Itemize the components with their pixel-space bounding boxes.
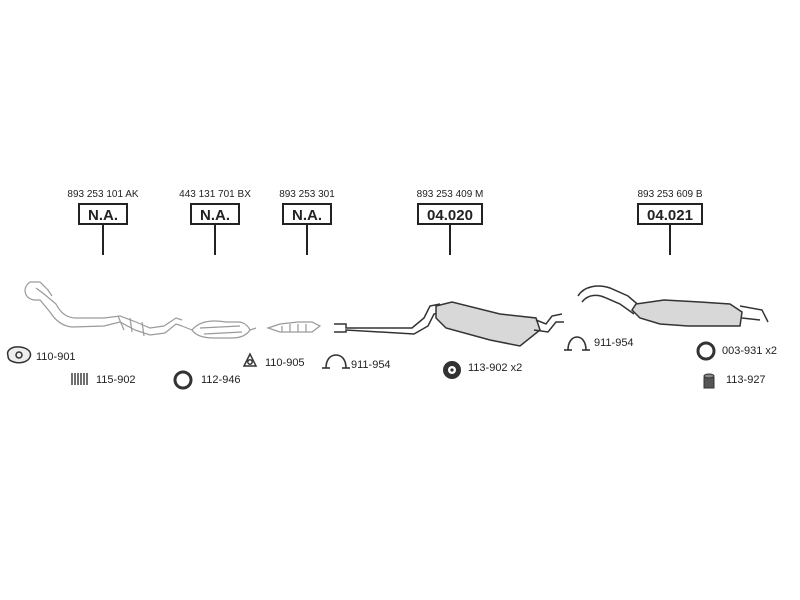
- part-code-box[interactable]: N.A.: [282, 203, 332, 225]
- accessory-label: 112-946: [201, 374, 241, 386]
- ring-gasket-icon: [696, 341, 716, 361]
- accessory-label: 110-901: [36, 351, 76, 363]
- oem-number: 893 253 301: [279, 189, 335, 200]
- accessory-label: 003-931 x2: [722, 345, 778, 357]
- clamp-icon: [564, 336, 590, 351]
- triangle-gasket-icon: [242, 352, 258, 367]
- accessory-label: 110-905: [265, 357, 305, 369]
- part-code-box[interactable]: 04.021: [637, 203, 703, 225]
- rear-silencer[interactable]: [577, 285, 769, 327]
- pointer-line: [306, 225, 308, 255]
- pointer-line: [102, 225, 104, 255]
- accessory-label: 113-902 x2: [468, 362, 523, 374]
- middle-silencer[interactable]: [334, 301, 564, 347]
- pointer-line: [214, 225, 216, 255]
- accessory-label: 911-954: [594, 337, 634, 349]
- clamp-icon: [322, 354, 350, 369]
- oem-number: 893 253 101 AK: [67, 189, 139, 200]
- rubber-mount-icon: [443, 361, 461, 379]
- catalytic-converter[interactable]: [181, 320, 257, 339]
- part-code-box[interactable]: 04.020: [417, 203, 483, 225]
- accessory-label: 113-927: [726, 374, 766, 386]
- ring-gasket-icon: [173, 370, 193, 390]
- rubber-hanger-icon: [703, 373, 715, 389]
- oem-number: 893 253 609 B: [637, 189, 703, 200]
- pointer-line: [449, 225, 451, 255]
- oem-number: 443 131 701 BX: [179, 189, 251, 200]
- oem-number: 893 253 409 M: [416, 189, 484, 200]
- accessory-label: 115-902: [96, 374, 136, 386]
- part-code-box[interactable]: N.A.: [78, 203, 128, 225]
- pointer-line: [669, 225, 671, 255]
- part-code-box[interactable]: N.A.: [190, 203, 240, 225]
- front-pipe[interactable]: [24, 281, 183, 337]
- flex-pipe[interactable]: [266, 321, 322, 333]
- flange-gasket-icon: [6, 346, 32, 364]
- spring-icon: [71, 373, 88, 385]
- accessory-label: 911-954: [351, 359, 391, 371]
